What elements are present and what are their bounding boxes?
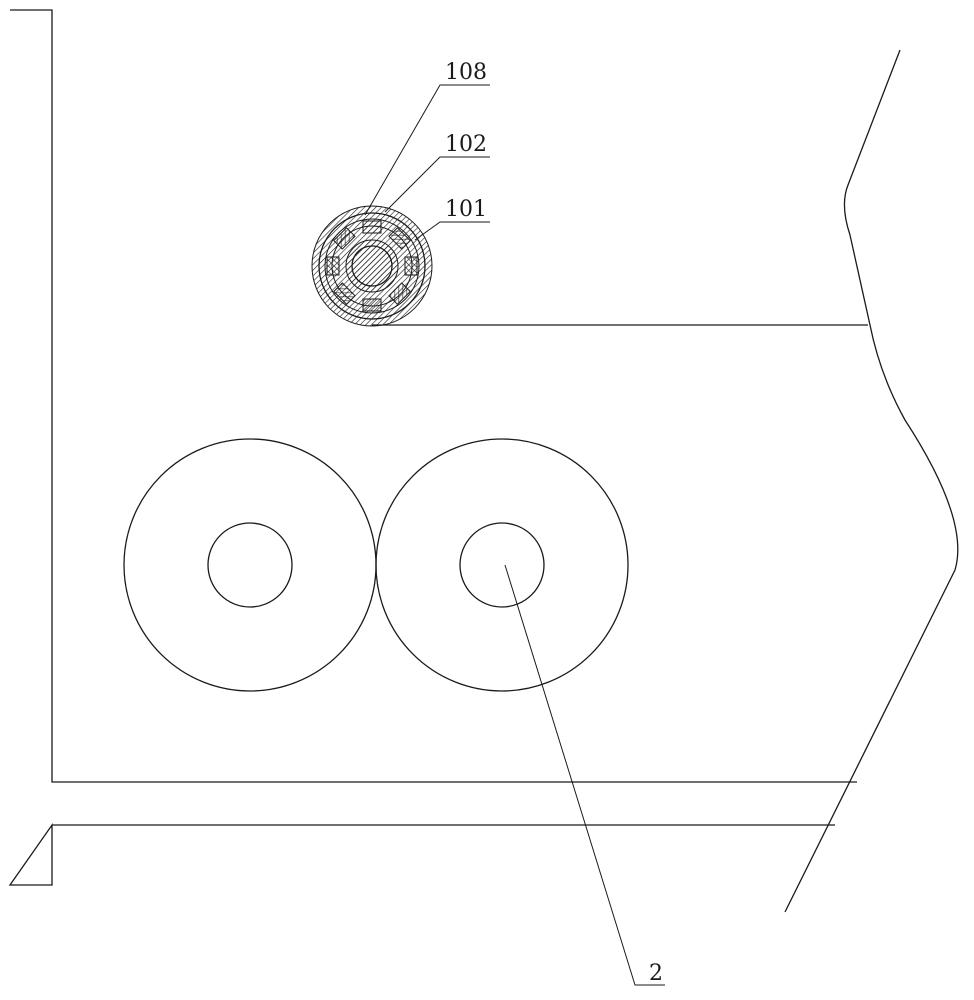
shaft-core	[351, 245, 393, 287]
leader-101	[414, 221, 490, 241]
inner-housing-ring	[324, 218, 420, 314]
leader-2	[504, 564, 665, 986]
label-2: 2	[649, 961, 663, 986]
small-roller-assembly	[311, 205, 433, 327]
shaft-ring	[345, 239, 399, 293]
left-large-roller	[123, 438, 377, 692]
teeth-elements	[326, 220, 418, 312]
label-108: 108	[445, 60, 487, 85]
leader-lines	[364, 84, 665, 986]
right-large-roller	[375, 438, 629, 692]
leader-108	[364, 84, 490, 216]
label-102: 102	[445, 132, 487, 157]
leader-102	[384, 156, 490, 213]
curved-side-profile	[784, 49, 959, 913]
label-101: 101	[445, 197, 487, 222]
frame	[8, 9, 857, 886]
vertical-post	[8, 9, 857, 886]
